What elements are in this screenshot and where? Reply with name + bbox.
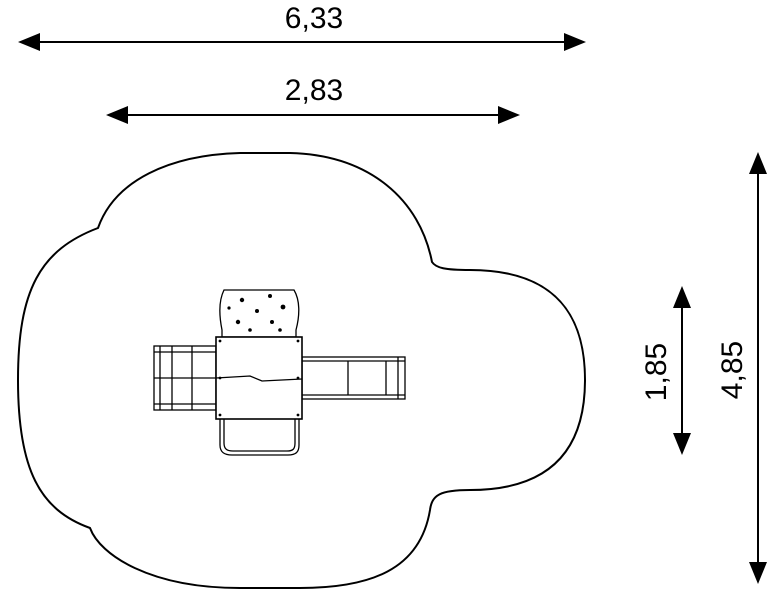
dimension-total-width: 6,33 [18, 2, 586, 51]
equipment-depth-label: 1,85 [640, 343, 673, 401]
total-width-label: 6,33 [285, 2, 343, 35]
safety-zone-outline [16, 152, 587, 589]
arrow-down-icon [673, 433, 691, 455]
entry-step-inner [223, 419, 296, 452]
play-equipment [153, 289, 406, 456]
dimension-equipment-depth: 1,85 [640, 286, 691, 455]
slide [301, 356, 406, 400]
entry-step [219, 419, 300, 456]
arrow-left-icon [106, 106, 128, 124]
platform [215, 336, 303, 420]
arrow-right-icon [564, 33, 586, 51]
equipment-width-label: 2,83 [285, 74, 343, 107]
ladder [153, 345, 217, 411]
dimension-total-depth: 4,85 [716, 152, 767, 584]
arrow-down-icon [749, 562, 767, 584]
dimension-equipment-width: 2,83 [106, 74, 520, 124]
arrow-up-icon [749, 152, 767, 174]
arrow-left-icon [18, 33, 40, 51]
arrow-right-icon [498, 106, 520, 124]
climbing-wall [219, 289, 300, 338]
arrow-up-icon [673, 286, 691, 308]
climbing-holds [227, 294, 286, 332]
total-depth-label: 4,85 [716, 341, 749, 399]
